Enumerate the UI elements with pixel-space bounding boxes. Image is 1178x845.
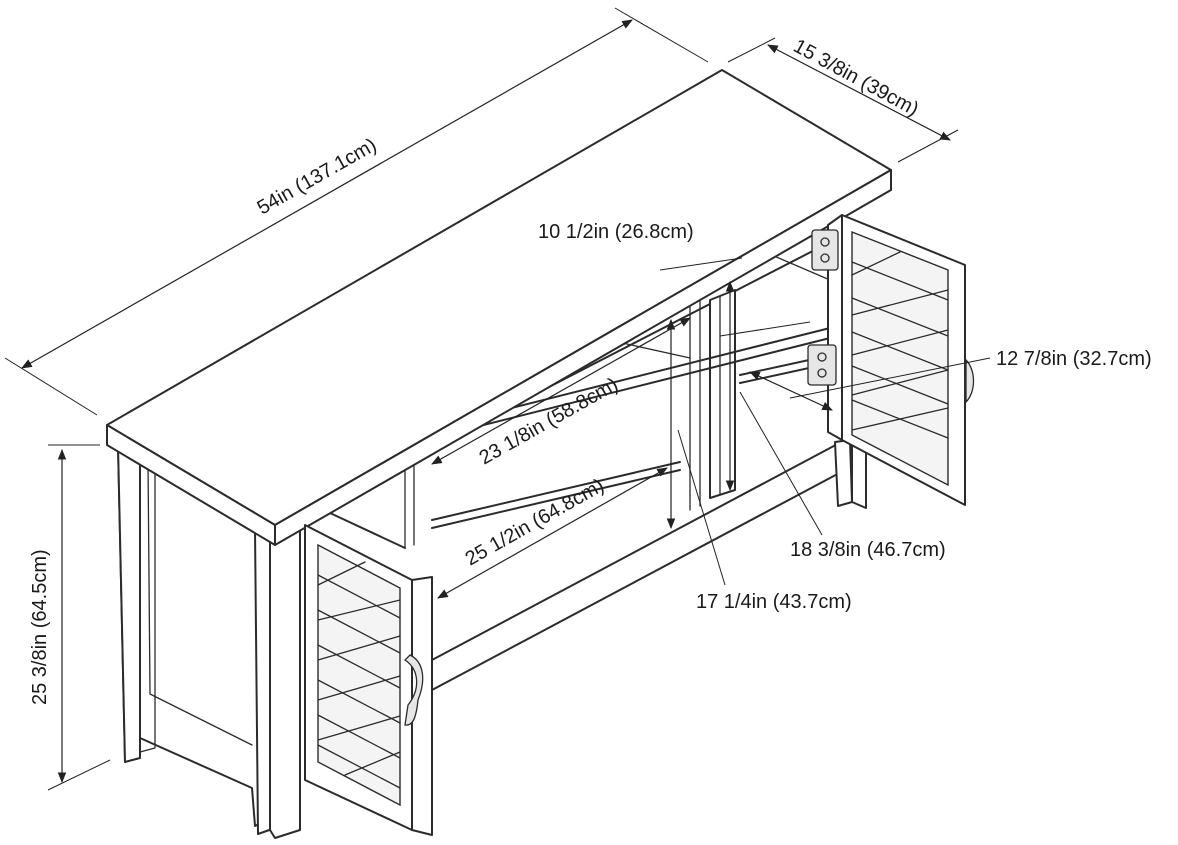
tabletop	[106, 69, 892, 546]
hinge-lower	[807, 344, 837, 386]
left-side-panel	[117, 444, 301, 839]
depth-label: 15 3/8in (39cm)	[790, 35, 923, 121]
center-divider	[709, 289, 736, 499]
right-door-handle	[965, 358, 975, 404]
left-door-handle	[403, 654, 424, 726]
cabinet-depth-label: 12 7/8in (32.7cm)	[996, 348, 1152, 370]
opening-width-dimension-line	[437, 467, 668, 599]
height-label: 25 3/8in (64.5cm)	[29, 549, 51, 705]
tv-stand-drawing	[106, 69, 975, 839]
width-dimension-line	[21, 19, 633, 369]
depth-dimension-line	[767, 44, 951, 141]
width-label: 54in (137.1cm)	[254, 134, 381, 219]
left-door	[304, 524, 433, 836]
shelf-gap-label: 10 1/2in (26.8cm)	[538, 221, 694, 243]
cabinet-depth-dimension-line	[749, 371, 833, 411]
center-depth-label: 18 3/8in (46.7cm)	[790, 539, 946, 561]
hinge-upper	[811, 229, 839, 271]
opening-height-label: 17 1/4in (43.7cm)	[696, 591, 852, 613]
dimension-lines	[4, 7, 991, 791]
opening-width-label: 25 1/2in (64.8cm)	[462, 475, 608, 571]
right-door	[807, 214, 975, 506]
bottom-rails	[431, 439, 846, 691]
inner-width-dimension-line	[431, 317, 691, 465]
